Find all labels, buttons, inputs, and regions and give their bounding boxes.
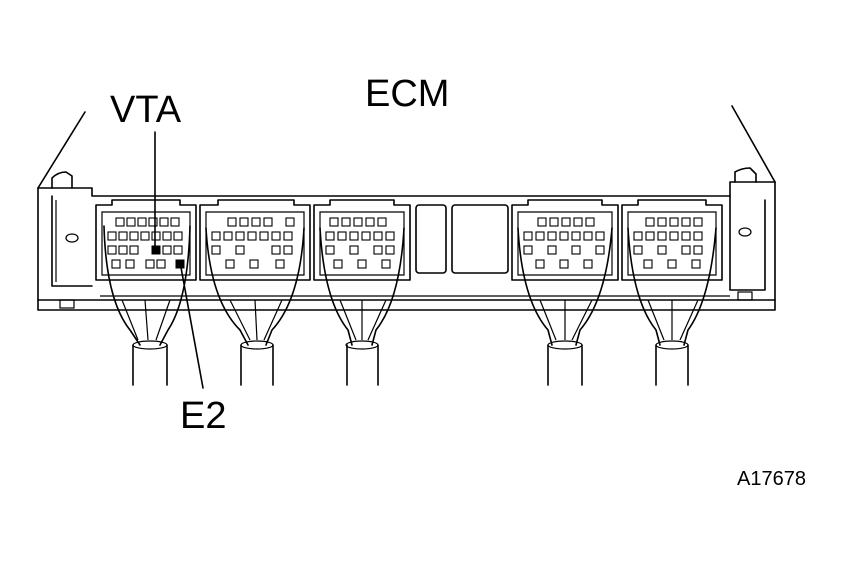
wire-harness-3 [319, 227, 405, 386]
empty-slots [415, 204, 509, 274]
e2-leader-line [179, 261, 204, 389]
e2-label: E2 [180, 395, 226, 437]
connector-4 [511, 199, 619, 281]
figure-id: A17678 [737, 468, 806, 490]
connector-2 [199, 199, 311, 281]
wire-harness-1 [103, 225, 191, 386]
leader-lines [152, 131, 204, 389]
connector-1-pins [107, 217, 185, 269]
connector-1 [95, 199, 197, 281]
ecm-housing [37, 105, 776, 311]
wire-harness-2 [205, 227, 305, 386]
ecm-title: ECM [365, 73, 449, 115]
vta-label: VTA [110, 89, 182, 131]
connector-3 [313, 199, 411, 281]
connector-5 [621, 199, 723, 281]
wire-harness-5 [627, 227, 717, 386]
wire-harness-4 [517, 227, 613, 386]
